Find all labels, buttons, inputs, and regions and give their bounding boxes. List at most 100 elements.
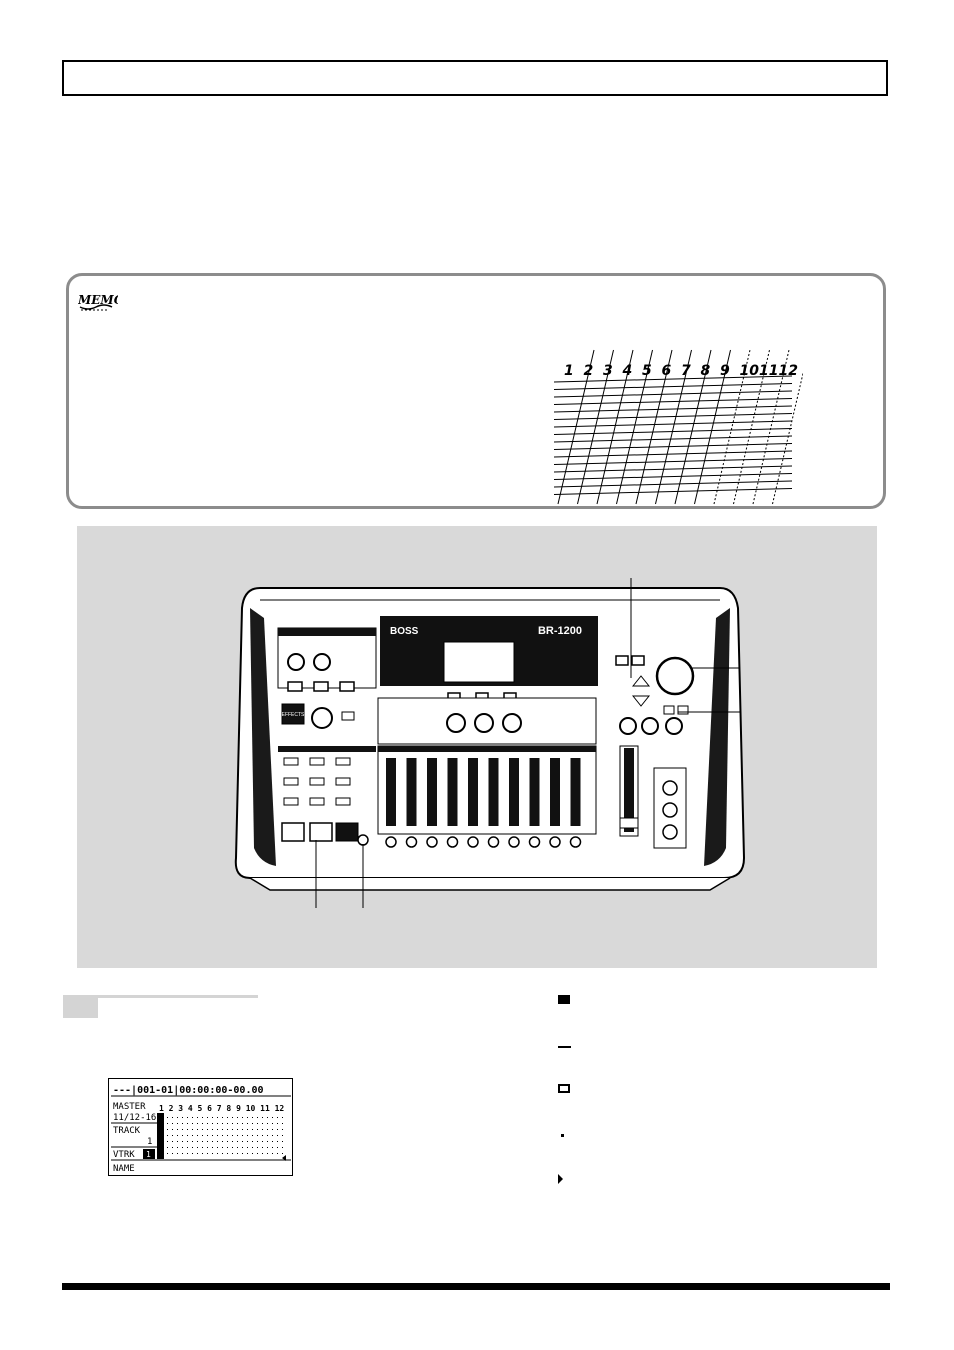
lcd-dot <box>177 1123 178 1124</box>
dot-icon <box>561 1134 564 1137</box>
channel-fader <box>550 758 560 826</box>
lcd-dot <box>202 1135 203 1136</box>
channel-fader <box>570 758 581 826</box>
lcd-dot <box>167 1141 168 1142</box>
track-select-button <box>549 836 561 848</box>
lcd-dot <box>192 1129 193 1130</box>
channel-fader <box>509 758 519 826</box>
lcd-dot <box>277 1153 278 1154</box>
track-number-label: 9 <box>720 363 730 379</box>
grid-row-line <box>553 390 793 398</box>
lcd-dot <box>177 1141 178 1142</box>
grid-row-line <box>553 420 793 428</box>
lcd-dot <box>262 1141 263 1142</box>
lcd-dot <box>167 1123 168 1124</box>
lcd-dot <box>242 1123 243 1124</box>
lcd-dot <box>247 1123 248 1124</box>
lcd-dot <box>252 1123 253 1124</box>
lcd-dot <box>172 1129 173 1130</box>
lcd-dot <box>197 1129 198 1130</box>
br1200-device-illustration: EFFECTS BOSS BR-1200 <box>234 578 746 908</box>
lcd-dot <box>217 1147 218 1148</box>
dash-icon <box>558 1046 571 1048</box>
grid-row-line <box>553 465 793 473</box>
track-number-label: 12 <box>779 363 798 379</box>
lcd-dot <box>207 1123 208 1124</box>
section-marker <box>63 995 98 1018</box>
lcd-dot <box>207 1117 208 1118</box>
lcd-dot <box>277 1117 278 1118</box>
lcd-dot <box>227 1135 228 1136</box>
lcd-dot <box>262 1153 263 1154</box>
lcd-dot <box>262 1123 263 1124</box>
section-underline <box>98 995 258 998</box>
lcd-dot <box>202 1129 203 1130</box>
lcd-dot <box>212 1129 213 1130</box>
grid-column-line <box>616 349 653 505</box>
grid-row-line <box>553 383 793 390</box>
lcd-dot <box>272 1135 273 1136</box>
lcd-dot <box>222 1141 223 1142</box>
grid-row-line <box>553 473 793 480</box>
svg-text:BOSS: BOSS <box>390 626 419 637</box>
lcd-dot <box>242 1129 243 1130</box>
lcd-dot <box>272 1141 273 1142</box>
lcd-dot <box>197 1135 198 1136</box>
lcd-dot <box>217 1141 218 1142</box>
lcd-dot <box>257 1129 258 1130</box>
grid-row-line <box>553 405 793 413</box>
lcd-dot <box>232 1147 233 1148</box>
lcd-dot <box>197 1153 198 1154</box>
lcd-dot <box>227 1153 228 1154</box>
lcd-dot <box>267 1117 268 1118</box>
grid-column-line <box>596 349 634 505</box>
lcd-dot <box>237 1117 238 1118</box>
lcd-dot <box>217 1153 218 1154</box>
lcd-dot <box>267 1147 268 1148</box>
lcd-dot <box>217 1129 218 1130</box>
lcd-dot <box>247 1135 248 1136</box>
lcd-dot <box>182 1147 183 1148</box>
lcd-dot <box>252 1141 253 1142</box>
lcd-dot <box>182 1123 183 1124</box>
svg-text:BR-1200: BR-1200 <box>538 625 582 637</box>
lcd-dot <box>242 1147 243 1148</box>
lcd-dot <box>187 1135 188 1136</box>
lcd-dot <box>242 1153 243 1154</box>
lcd-dot <box>222 1135 223 1136</box>
lcd-dot <box>207 1129 208 1130</box>
track-select-button <box>569 836 582 848</box>
lcd-dot <box>227 1129 228 1130</box>
svg-text:EFFECTS: EFFECTS <box>282 712 305 718</box>
grid-row-line <box>553 413 793 420</box>
lcd-dot <box>277 1147 278 1148</box>
track-number-label: 4 <box>622 363 633 379</box>
lcd-dot <box>257 1123 258 1124</box>
lcd-dot <box>217 1117 218 1118</box>
track-number-label: 3 <box>603 363 613 379</box>
grid-column-line <box>557 349 595 505</box>
lcd-dot <box>237 1135 238 1136</box>
svg-text:1: 1 <box>147 1137 152 1147</box>
lcd-dot <box>247 1117 248 1118</box>
lcd-dot <box>267 1135 268 1136</box>
lcd-dot <box>182 1117 183 1118</box>
lcd-dot <box>232 1117 233 1118</box>
lcd-dot <box>257 1141 258 1142</box>
lcd-dot <box>182 1141 183 1142</box>
lcd-dot <box>187 1147 188 1148</box>
svg-text:1: 1 <box>146 1150 151 1159</box>
lcd-dot <box>227 1141 228 1142</box>
lcd-dot <box>182 1129 183 1130</box>
track-select-button <box>487 836 500 848</box>
track-number-label: 8 <box>701 363 711 379</box>
lcd-dot <box>252 1153 253 1154</box>
lcd-dot <box>227 1123 228 1124</box>
lcd-dot <box>282 1135 283 1136</box>
grid-column-line <box>694 349 731 505</box>
svg-text:VTRK: VTRK <box>113 1150 135 1160</box>
lcd-dot <box>172 1141 173 1142</box>
lcd-dot <box>207 1141 208 1142</box>
lcd-dot <box>177 1153 178 1154</box>
